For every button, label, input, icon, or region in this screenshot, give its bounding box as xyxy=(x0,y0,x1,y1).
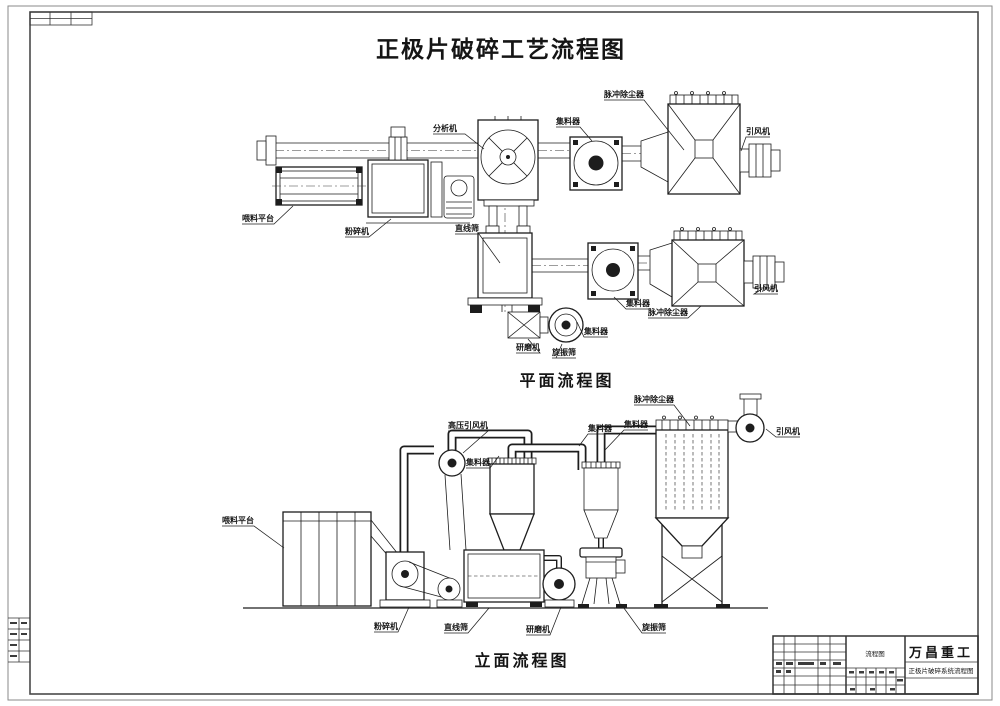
title-block-fine-print xyxy=(776,662,903,691)
label-linear-screen-plan: 直线筛 xyxy=(455,223,479,233)
pulse-dust-collector-elevation xyxy=(654,415,730,608)
top-left-corner-block xyxy=(29,11,93,26)
label-collector-elevation-3: 集料器 xyxy=(623,419,649,429)
sheet-frame xyxy=(7,5,993,701)
label-pulse-dust-collector-plan-2: 脉冲除尘器 xyxy=(647,307,689,317)
label-high-pressure-fan-elevation: 高压引风机 xyxy=(448,420,488,430)
grinder-unit-plan xyxy=(501,305,584,343)
plan-section-title: 平面流程图 xyxy=(519,371,614,390)
induced-draft-fan-elevation xyxy=(727,393,765,443)
title-block-stamp: 流程图 xyxy=(865,649,885,658)
label-rotary-vibrating-screen-elevation: 旋振筛 xyxy=(641,622,666,632)
collector-plan-1 xyxy=(569,136,623,191)
title-block-company: 万昌重工 xyxy=(908,645,973,661)
high-pressure-fan-elevation xyxy=(438,449,467,551)
linear-screen-elevation xyxy=(463,457,545,607)
left-margin-table xyxy=(8,617,30,663)
label-collector-plan-3: 集料器 xyxy=(583,326,609,336)
pulse-dust-collector-plan-2 xyxy=(671,227,745,307)
title-block: 流程图 万昌重工 正极片破碎系统流程图 xyxy=(772,635,979,695)
linear-screen-plan xyxy=(467,232,543,313)
title-block-drawing-title: 正极片破碎系统流程图 xyxy=(909,666,974,675)
collector-plan-2 xyxy=(587,242,639,300)
feeding-platform-plan xyxy=(272,166,366,206)
label-grinder-plan: 研磨机 xyxy=(516,342,540,352)
label-pulse-dust-collector-plan-1: 脉冲除尘器 xyxy=(603,89,645,99)
grinder-elevation xyxy=(542,567,576,608)
label-collector-elevation-2: 集料器 xyxy=(587,423,613,433)
feeding-platform-elevation xyxy=(282,511,399,607)
crusher-plan xyxy=(366,126,475,224)
analyzer-plan xyxy=(477,116,539,234)
label-grinder-elevation: 研磨机 xyxy=(526,624,550,634)
label-rotary-vibrating-screen-plan: 旋振筛 xyxy=(551,347,576,357)
label-analyzer-plan: 分析机 xyxy=(433,123,457,133)
elevation-view: 脉冲除尘器 引风机 高压引风机 集料器 集料器 集料器 喂料平台 粉碎机 直线筛… xyxy=(222,393,800,670)
label-crusher-plan: 粉碎机 xyxy=(345,226,369,236)
label-pulse-dust-collector-elevation: 脉冲除尘器 xyxy=(633,394,675,404)
collector-cyclone-elevation xyxy=(581,461,621,539)
rotary-vibrating-screen-elevation xyxy=(578,547,627,608)
label-induced-draft-fan-plan-2: 引风机 xyxy=(754,283,778,293)
plan-piping xyxy=(256,131,673,312)
induced-draft-fan-plan-1 xyxy=(739,143,781,178)
label-collector-plan-1: 集料器 xyxy=(555,116,581,126)
label-feeding-platform-elevation: 喂料平台 xyxy=(222,515,254,525)
plan-view: 分析机 集料器 脉冲除尘器 引风机 喂料平台 粉碎机 直线筛 研磨机 旋振筛 集… xyxy=(242,89,785,390)
label-collector-plan-2: 集料器 xyxy=(625,298,651,308)
crusher-elevation xyxy=(379,551,463,608)
label-linear-screen-elevation: 直线筛 xyxy=(444,622,468,632)
elevation-section-title: 立面流程图 xyxy=(474,651,569,670)
label-induced-draft-fan-elevation: 引风机 xyxy=(776,426,800,436)
elevation-leader-lines xyxy=(222,404,800,636)
plan-leader-lines xyxy=(242,99,778,359)
pulse-dust-collector-plan-1 xyxy=(667,91,741,195)
label-induced-draft-fan-plan-1: 引风机 xyxy=(746,126,770,136)
label-crusher-elevation: 粉碎机 xyxy=(374,621,398,631)
label-feeding-platform-plan: 喂料平台 xyxy=(242,213,274,223)
main-title: 正极片破碎工艺流程图 xyxy=(376,36,626,63)
induced-draft-fan-plan-2 xyxy=(743,255,785,289)
label-collector-elevation-1: 集料器 xyxy=(465,457,491,467)
